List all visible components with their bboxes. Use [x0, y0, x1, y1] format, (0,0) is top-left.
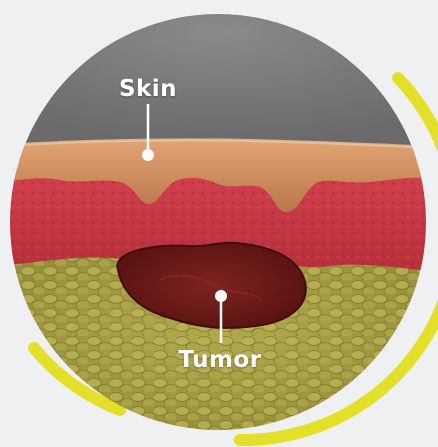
tumor-label: Tumor — [178, 347, 261, 373]
skin-label: Skin — [119, 76, 177, 102]
air-layer — [0, 0, 438, 160]
